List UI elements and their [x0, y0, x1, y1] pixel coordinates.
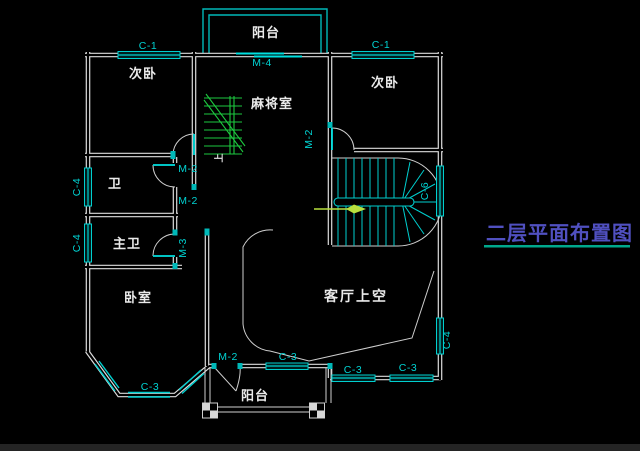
green-stair-symbol — [203, 93, 246, 155]
window-c4-bath — [84, 167, 92, 207]
room-label-living-void: 客厅上空 — [323, 288, 388, 304]
window-tag-c3-bay: C-3 — [141, 381, 159, 393]
door-tag-m2-balcony: M-2 — [218, 351, 238, 363]
balcony-column-left — [202, 402, 218, 419]
window-c3-balcony — [265, 362, 309, 370]
room-label-balcony-bottom: 阳台 — [241, 388, 269, 403]
door-leaf-balcony — [214, 366, 241, 392]
window-c3-bottom-1 — [331, 374, 376, 382]
door-tag-m2-hall-upper: M-2 — [178, 163, 198, 175]
window-tag-c1-right: C-1 — [372, 39, 390, 51]
door-tag-m4: M-4 — [252, 57, 272, 69]
staircase-treads — [333, 158, 438, 246]
room-label-balcony-top: 阳台 — [252, 25, 280, 40]
stair-up-marker: 上 — [213, 153, 224, 162]
window-c4-right — [436, 317, 444, 355]
window-c1-right — [351, 51, 415, 59]
window-c1-left — [117, 51, 181, 59]
window-tag-c6: C-6 — [419, 182, 431, 200]
room-label-bedroom2-left: 次卧 — [129, 66, 157, 81]
drawing-title-underline — [484, 245, 630, 248]
wall-caps — [170, 122, 333, 369]
living-void-boundary — [242, 229, 435, 362]
bottom-balcony-railing — [204, 368, 332, 413]
room-label-bedroom2-right: 次卧 — [371, 75, 399, 90]
door-arc-bedroom2-left — [172, 133, 195, 156]
bay-windows-bedroom — [94, 360, 205, 398]
bottom-strip — [0, 444, 640, 451]
room-label-bedroom: 卧室 — [124, 290, 152, 305]
window-tag-c4-right: C-4 — [441, 331, 453, 349]
window-tag-c3-bottom-2: C-3 — [399, 362, 417, 374]
room-label-master-bath: 主卫 — [113, 236, 141, 251]
door-arc-master-bath — [152, 233, 176, 257]
balcony-column-right — [309, 402, 325, 419]
window-tag-c4-bath: C-4 — [71, 178, 83, 196]
door-tag-m2-bedroom-right: M-2 — [303, 129, 315, 149]
top-balcony-railing — [202, 8, 328, 55]
room-label-mahjong: 麻将室 — [250, 96, 293, 111]
door-arc-bath — [152, 164, 176, 188]
window-tag-c4-master: C-4 — [71, 234, 83, 252]
stair-handrail — [333, 197, 415, 207]
window-c6-stair — [436, 165, 444, 217]
window-tag-c3-balcony: C-3 — [279, 351, 297, 363]
door-arc-bedroom2-right — [331, 127, 355, 151]
sliding-door-m4 — [236, 52, 302, 58]
stair-direction-arrow — [314, 204, 366, 214]
room-label-bath: 卫 — [108, 176, 122, 191]
window-tag-c1-left: C-1 — [139, 40, 157, 52]
door-tag-m2-hall-lower: M-2 — [178, 195, 198, 207]
drawing-title: 二层平面布置图 — [486, 221, 633, 245]
window-tag-c3-bottom-1: C-3 — [344, 364, 362, 376]
window-c4-master — [84, 223, 92, 263]
door-tag-m3: M-3 — [177, 238, 189, 258]
window-c3-bottom-2 — [389, 374, 434, 382]
